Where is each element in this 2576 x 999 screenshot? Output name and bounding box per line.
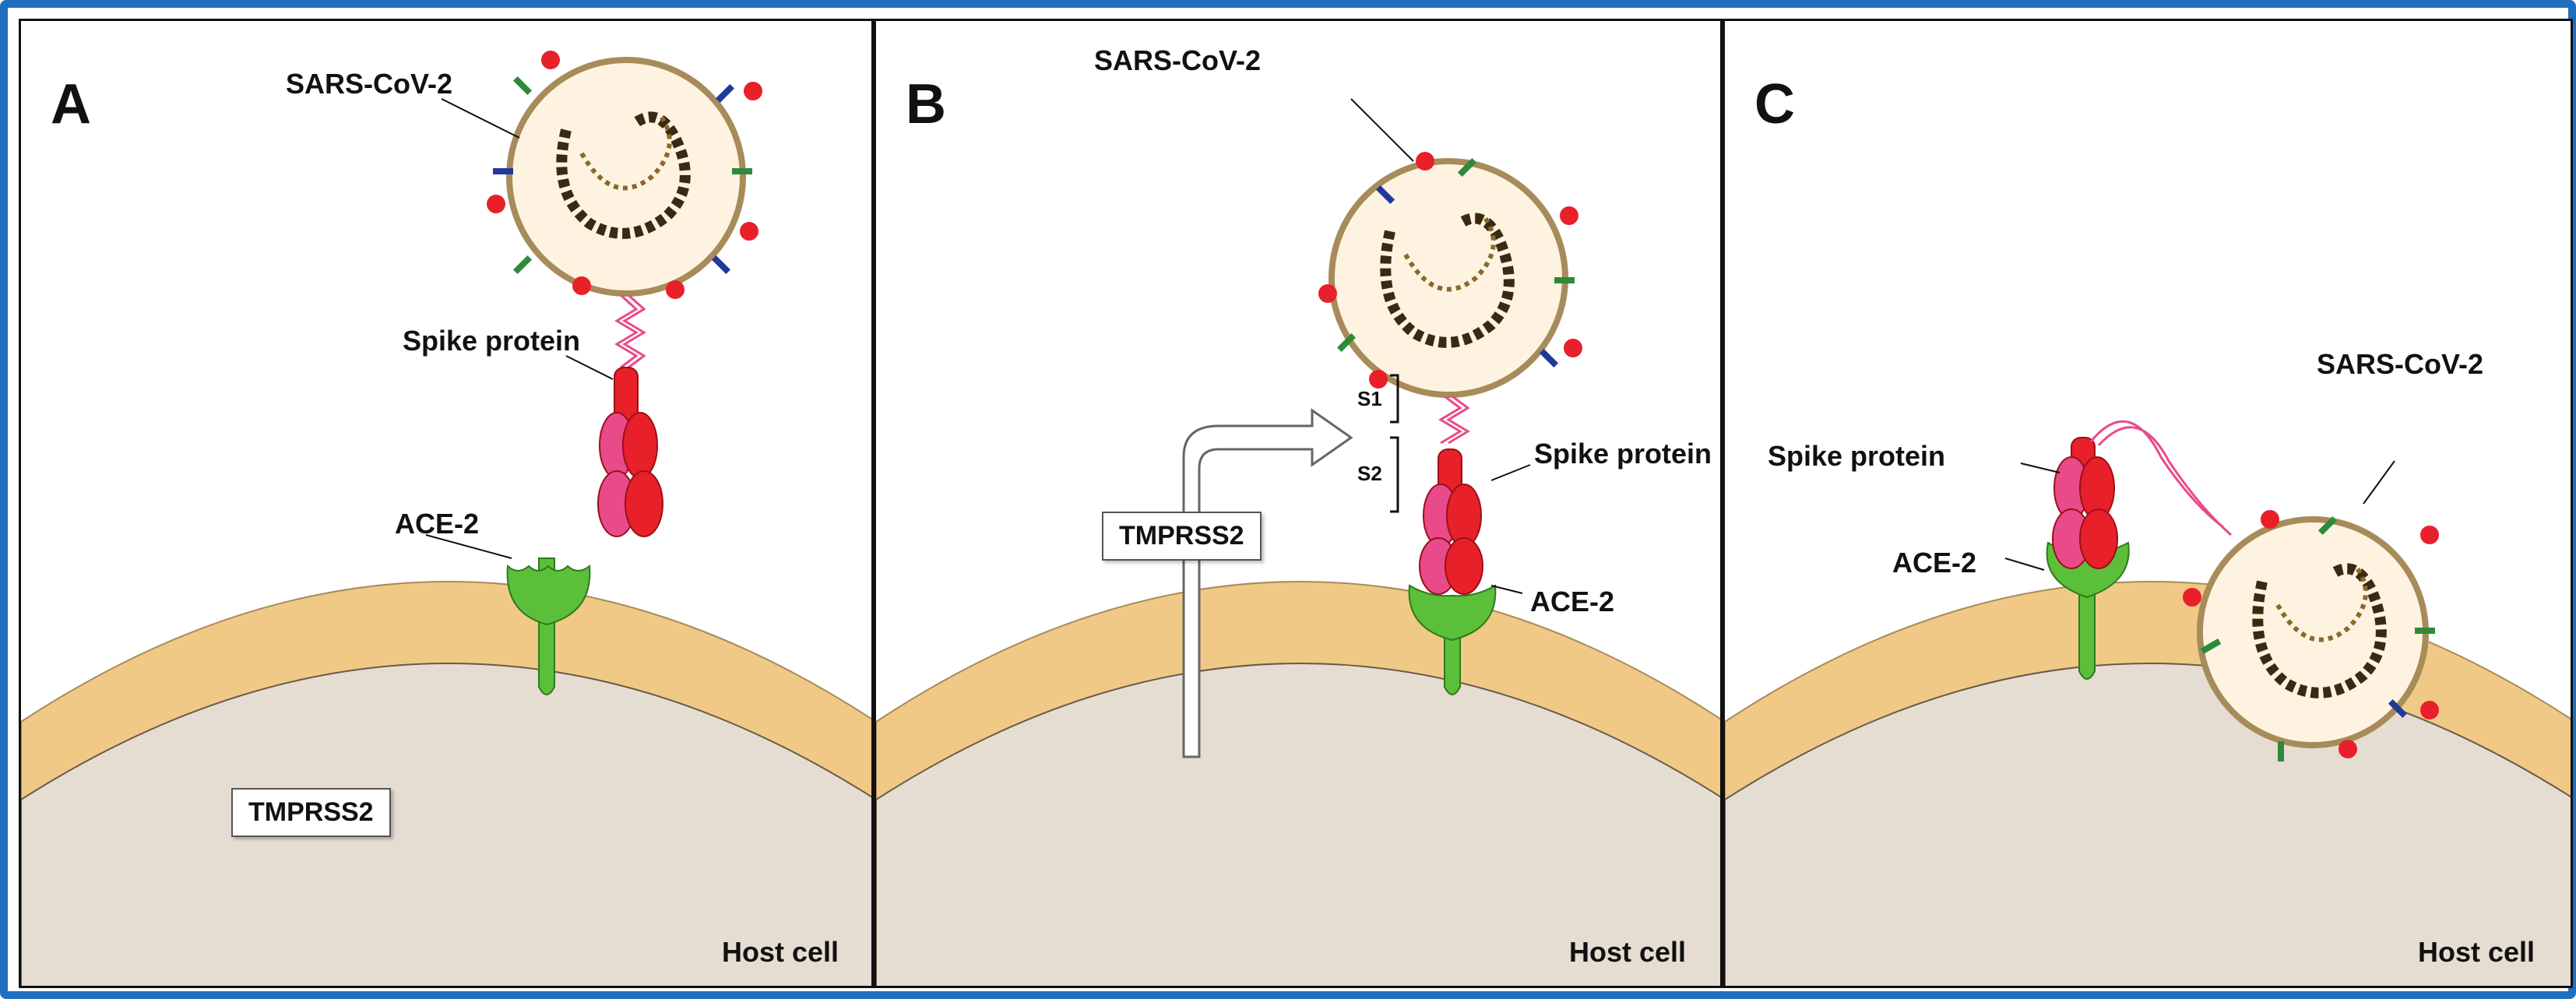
panel-a: A SARS-CoV-2 Spike protein ACE-2 TMPRSS2… [19, 19, 874, 988]
virus-label: SARS-CoV-2 [286, 68, 453, 100]
tmprss2-label: TMPRSS2 [231, 788, 391, 837]
panel-a-illustration [21, 51, 871, 986]
host-cell-label: Host cell [1569, 936, 1687, 968]
virus-particle [487, 51, 762, 299]
panel-letter-b: B [906, 73, 946, 135]
panel-c: C SARS-CoV-2 Spike protein ACE-2 Host ce… [1723, 19, 2573, 988]
cytoplasm [21, 663, 871, 986]
spike-leader [2020, 463, 2060, 473]
ace2-leader [425, 534, 512, 559]
virus-particle [1318, 152, 1582, 398]
ace2-receptor [1408, 584, 1497, 695]
spike-protein [1419, 395, 1483, 595]
virus-leader [2363, 460, 2395, 505]
panel-c-illustration [1725, 420, 2571, 986]
host-cell-label: Host cell [722, 936, 839, 968]
spike-leader [1490, 464, 1531, 481]
spike-leader [565, 355, 614, 380]
tmprss2-arrow [1182, 408, 1353, 758]
ace2-receptor [506, 558, 591, 695]
ace2-label: ACE-2 [1892, 547, 1977, 579]
spike-protein [2052, 420, 2232, 569]
cytoplasm [1725, 663, 2571, 986]
panel-b: B SARS-CoV-2 S1 S2 Spike protein ACE-2 T… [874, 19, 1723, 988]
virus-label: SARS-CoV-2 [1094, 44, 1262, 76]
ace2-leader [2004, 558, 2045, 571]
spike-protein-label: Spike protein [1768, 440, 1946, 472]
ace2-label: ACE-2 [1530, 586, 1615, 617]
cytoplasm [876, 663, 1720, 986]
virus-label: SARS-CoV-2 [2317, 348, 2484, 380]
spike-protein [597, 294, 663, 537]
tmprss2-label: TMPRSS2 [1102, 512, 1262, 561]
s2-bracket [1390, 436, 1399, 513]
spike-protein-label: Spike protein [1534, 438, 1712, 470]
virus-particle [2183, 510, 2439, 762]
s1-label: S1 [1357, 387, 1382, 410]
spike-protein-label: Spike protein [403, 325, 581, 357]
panel-b-illustration [876, 98, 1720, 986]
panel-letter-a: A [51, 73, 91, 135]
s1-bracket [1390, 374, 1399, 424]
ace2-label: ACE-2 [395, 508, 480, 540]
virus-leader [1350, 98, 1414, 162]
ace2-leader [1490, 585, 1523, 594]
s2-label: S2 [1357, 462, 1382, 485]
virus-leader [441, 98, 520, 139]
panel-letter-c: C [1754, 73, 1795, 135]
host-cell-label: Host cell [2418, 936, 2536, 968]
